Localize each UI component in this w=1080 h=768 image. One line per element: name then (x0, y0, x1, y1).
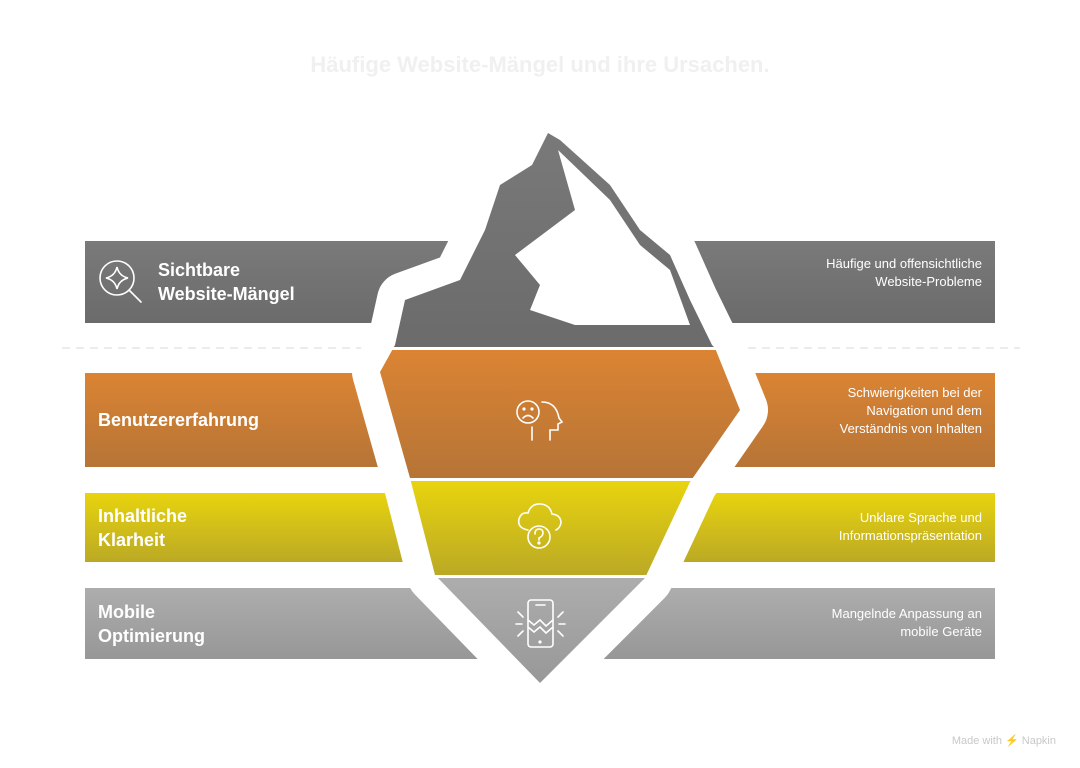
layer-label-content: Inhaltliche Klarheit (98, 504, 187, 552)
label-line: Website-Mängel (158, 284, 295, 304)
layer-label-ux: Benutzererfahrung (98, 408, 259, 432)
iceberg-snow (515, 150, 690, 325)
broken-phone-icon (515, 599, 566, 648)
sparkle-search-icon (99, 260, 142, 303)
layer-desc-mobile: Mangelnde Anpassung an mobile Geräte (831, 606, 982, 639)
label-line: Optimierung (98, 626, 205, 646)
layer-desc-content: Unklare Sprache und Informationspräsenta… (838, 510, 982, 543)
band-mobile (85, 588, 995, 659)
napkin-watermark[interactable]: Made with ⚡ Napkin (951, 735, 1056, 747)
label-line: Inhaltliche (98, 506, 188, 526)
band-content (85, 493, 995, 562)
label-line: Sichtbare (158, 260, 241, 280)
label-line: Mobile (98, 602, 155, 622)
label-line: Klarheit (98, 530, 166, 550)
layer-desc-visible: Häufige und offensichtliche Website-Prob… (826, 256, 982, 289)
layer-label-visible: Sichtbare Website-Mängel (158, 258, 295, 306)
label-line: Benutzererfahrung (98, 410, 260, 430)
diagram-title: Häufige Website-Mängel und ihre Ursachen… (310, 52, 770, 77)
confused-head-icon (516, 400, 564, 441)
layer-label-mobile: Mobile Optimierung (98, 600, 205, 648)
cloud-question-icon (517, 503, 562, 549)
layer-desc-ux: Schwierigkeiten bei der Navigation und d… (839, 385, 982, 436)
